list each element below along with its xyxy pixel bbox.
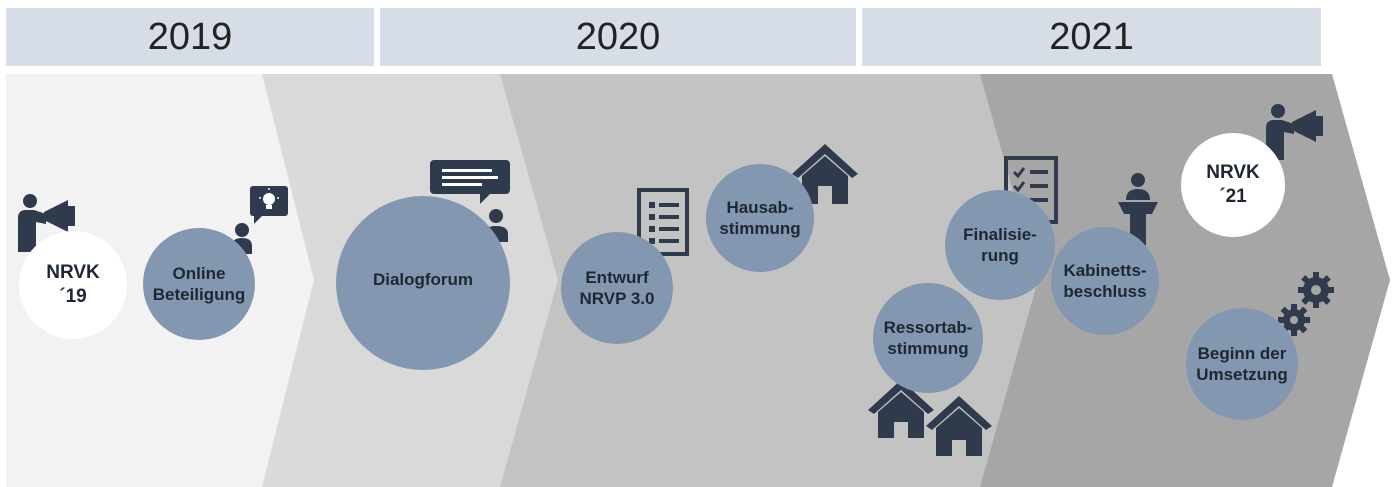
milestone-online-beteiligung: Online Beteiligung <box>143 228 255 340</box>
milestone-finalisierung-label: Finalisie- rung <box>963 224 1037 265</box>
milestone-hausabstimmung-label: Hausab- stimmung <box>719 197 801 238</box>
year-2021-bar: 2021 <box>862 8 1321 66</box>
milestone-dialogforum: Dialogforum <box>336 196 510 370</box>
year-2021-label: 2021 <box>1049 15 1134 58</box>
megaphone-person-icon <box>18 194 75 252</box>
lectern-speaker-icon <box>1118 173 1158 248</box>
milestone-finalisierung: Finalisie- rung <box>945 190 1055 300</box>
milestone-nrvk19: NRVK ´19 <box>19 231 127 339</box>
milestone-beginn-umsetzung: Beginn der Umsetzung <box>1186 308 1298 420</box>
milestone-nrvk21-label: NRVK ´21 <box>1206 162 1260 207</box>
year-2019-label: 2019 <box>147 15 233 58</box>
milestone-nrvk19-label: NRVK ´19 <box>46 262 100 307</box>
megaphone-person-right-icon <box>1266 104 1323 160</box>
milestone-entwurf: Entwurf NRVP 3.0 <box>561 232 673 344</box>
year-2020-bar: 2020 <box>380 8 856 66</box>
milestone-kabinettsbeschluss: Kabinetts- beschluss <box>1051 227 1159 335</box>
milestone-dialogforum-label: Dialogforum <box>372 270 474 290</box>
house-icon <box>792 144 858 204</box>
gears-icon <box>1278 272 1334 336</box>
milestone-nrvk21: NRVK ´21 <box>1181 133 1285 237</box>
milestone-entwurf-label: Entwurf NRVP 3.0 <box>579 267 655 308</box>
year-2019-bar: 2019 <box>6 8 374 66</box>
idea-person-icon <box>232 186 288 254</box>
milestone-hausabstimmung: Hausab- stimmung <box>706 164 814 272</box>
milestone-ressortabstimmung-label: Ressortab- stimmung <box>883 317 973 358</box>
two-houses-icon <box>868 380 992 456</box>
year-2020-label: 2020 <box>575 15 661 58</box>
milestone-ressortabstimmung: Ressortab- stimmung <box>873 283 983 393</box>
milestone-online-beteiligung-label: Online Beteiligung <box>152 263 246 304</box>
document-list-icon <box>637 188 689 256</box>
milestone-kabinettsbeschluss-label: Kabinetts- beschluss <box>1063 260 1147 301</box>
milestone-beginn-umsetzung-label: Beginn der Umsetzung <box>1196 343 1288 384</box>
